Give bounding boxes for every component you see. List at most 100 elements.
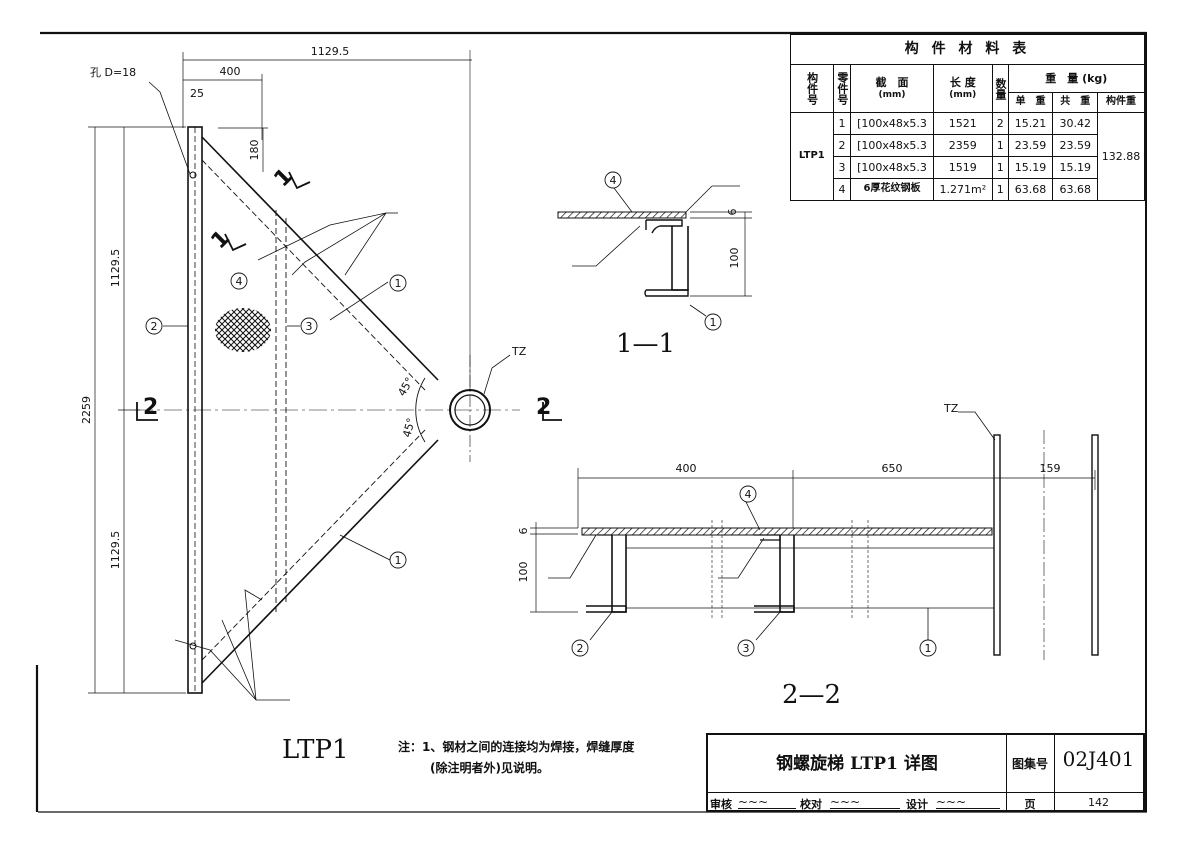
dim-total-height: 2259 bbox=[80, 396, 93, 424]
bubble-label-4: 4 bbox=[236, 275, 243, 288]
drawing-title: 钢螺旋梯 LTP1 详图 bbox=[776, 754, 938, 774]
sec2-dim-6: 6 bbox=[517, 528, 530, 535]
cut-mark-2-left: 2 bbox=[143, 395, 158, 420]
header-part-no: 零件号 bbox=[832, 64, 852, 113]
sec2-bubble-3: 3 bbox=[743, 642, 750, 655]
tz-label-main: TZ bbox=[511, 345, 527, 358]
cell-unit: 23.59 bbox=[1007, 134, 1054, 157]
sec2-bubble-1: 1 bbox=[925, 642, 932, 655]
header-weight: 重 量 (kg) bbox=[1007, 64, 1146, 93]
dim-400: 400 bbox=[220, 65, 241, 78]
cell-total: 63.68 bbox=[1052, 178, 1099, 201]
cell-unit: 63.68 bbox=[1007, 178, 1054, 201]
check-signature: ~~~ bbox=[830, 795, 900, 809]
cell-part: 2 bbox=[832, 134, 852, 157]
header-length: 长 度 (mm) bbox=[932, 64, 993, 113]
material-table: 构 件 材 料 表 构件号 零件号 截 面 (mm) 长 度 (mm) 数量 重… bbox=[790, 34, 1146, 201]
tz-label-sec2: TZ bbox=[943, 402, 959, 415]
atlas-label: 图集号 bbox=[1011, 757, 1048, 771]
page-label: 页 bbox=[1024, 798, 1036, 811]
bubble-sec1-1 bbox=[704, 313, 722, 331]
sec1-bubble-4: 4 bbox=[610, 174, 617, 187]
part-bubbles-main bbox=[145, 272, 407, 569]
cell-qty: 1 bbox=[991, 178, 1009, 201]
cell-member: LTP1 bbox=[790, 112, 834, 201]
cell-section: [100x48x5.3 bbox=[850, 156, 934, 179]
tb-divider-v2 bbox=[1054, 735, 1055, 810]
cell-section: [100x48x5.3 bbox=[850, 134, 934, 157]
sec1-dim-6: 6 bbox=[726, 209, 739, 216]
cell-qty: 2 bbox=[991, 112, 1009, 135]
header-section: 截 面 (mm) bbox=[850, 64, 934, 113]
bubble-label-1a: 1 bbox=[395, 277, 402, 290]
header-member-weight: 构件重 bbox=[1097, 92, 1145, 113]
header-unit-weight: 单 重 bbox=[1007, 92, 1054, 113]
section-2-2 bbox=[530, 411, 1099, 660]
cell-total: 15.19 bbox=[1052, 156, 1099, 179]
dim-half-upper: 1129.5 bbox=[109, 249, 122, 288]
atlas-no: 02J401 bbox=[1062, 747, 1135, 771]
cut-mark-1-lower: 1 bbox=[207, 226, 236, 255]
header-section-label: 截 面 bbox=[875, 75, 909, 89]
main-view-label: LTP1 bbox=[282, 735, 349, 765]
angle-upper: 45° bbox=[395, 375, 416, 398]
cell-qty: 1 bbox=[991, 134, 1009, 157]
bubble-sec2-3 bbox=[737, 639, 755, 657]
header-section-unit: (mm) bbox=[878, 90, 906, 101]
cell-length: 1.271m² bbox=[932, 178, 993, 201]
cell-length: 1521 bbox=[932, 112, 993, 135]
table-title: 构 件 材 料 表 bbox=[790, 34, 1145, 65]
table-row: 3 [100x48x5.3 1519 1 15.19 15.19 bbox=[791, 156, 1145, 179]
sec2-dim-159: 159 bbox=[1040, 462, 1061, 475]
cell-member-weight: 132.88 bbox=[1097, 112, 1145, 201]
sec2-dim-400: 400 bbox=[676, 462, 697, 475]
dim-half-lower: 1129.5 bbox=[109, 531, 122, 570]
note-line-2: (除注明者外)见说明。 bbox=[430, 760, 549, 775]
cell-part: 3 bbox=[832, 156, 852, 179]
dim-25: 25 bbox=[190, 87, 204, 100]
hole-note: 孔 D=18 bbox=[90, 66, 136, 79]
section-1-1-label: 1—1 bbox=[616, 329, 675, 359]
review-label: 审核 bbox=[710, 798, 732, 811]
header-total-weight: 共 重 bbox=[1052, 92, 1099, 113]
cell-unit: 15.21 bbox=[1007, 112, 1054, 135]
check-label: 校对 bbox=[800, 798, 822, 811]
header-length-label: 长 度 bbox=[949, 75, 976, 89]
cell-section: [100x48x5.3 bbox=[850, 112, 934, 135]
table-row: 2 [100x48x5.3 2359 1 23.59 23.59 bbox=[791, 134, 1145, 157]
tb-divider-h bbox=[708, 792, 1143, 793]
bubble-label-1b: 1 bbox=[395, 554, 402, 567]
cell-qty: 1 bbox=[991, 156, 1009, 179]
cell-total: 23.59 bbox=[1052, 134, 1099, 157]
title-block: 钢螺旋梯 LTP1 详图 图集号 02J401 审核 ~~~ 校对 ~~~ 设计… bbox=[706, 733, 1145, 812]
dim-180: 180 bbox=[248, 140, 261, 161]
header-qty: 数量 bbox=[991, 64, 1009, 113]
cell-part: 1 bbox=[832, 112, 852, 135]
bubble-label-2: 2 bbox=[151, 320, 158, 333]
design-signature: ~~~ bbox=[936, 795, 1000, 809]
sheet-frame bbox=[35, 31, 1147, 813]
tb-divider-v1 bbox=[1006, 735, 1007, 810]
table-row: LTP1 1 [100x48x5.3 1521 2 15.21 30.42 13… bbox=[790, 112, 1145, 201]
section-2-2-label: 2—2 bbox=[782, 680, 841, 710]
bubble-sec2-4 bbox=[739, 485, 757, 503]
bubble-sec1-4 bbox=[604, 171, 622, 189]
section-1-1 bbox=[557, 185, 752, 317]
sec2-dim-100: 100 bbox=[517, 562, 530, 583]
page-no: 142 bbox=[1088, 796, 1109, 809]
main-plan-view bbox=[88, 50, 562, 701]
design-label: 设计 bbox=[906, 798, 928, 811]
note-line-1: 注：1、钢材之间的连接均为焊接，焊缝厚度 bbox=[398, 739, 635, 754]
angle-lower: 45° bbox=[400, 417, 418, 439]
bubble-sec2-2 bbox=[571, 639, 589, 657]
sec2-bubble-2: 2 bbox=[577, 642, 584, 655]
dim-total-width: 1129.5 bbox=[311, 45, 350, 58]
sec1-bubble-1: 1 bbox=[710, 316, 717, 329]
cell-part: 4 bbox=[832, 178, 852, 201]
cut-mark-2-right: 2 bbox=[536, 395, 551, 420]
cell-unit: 15.19 bbox=[1007, 156, 1054, 179]
cut-mark-1-upper: 1 bbox=[270, 164, 299, 193]
sec1-dim-100: 100 bbox=[728, 248, 741, 269]
cell-section: 6厚花纹钢板 bbox=[850, 178, 934, 201]
